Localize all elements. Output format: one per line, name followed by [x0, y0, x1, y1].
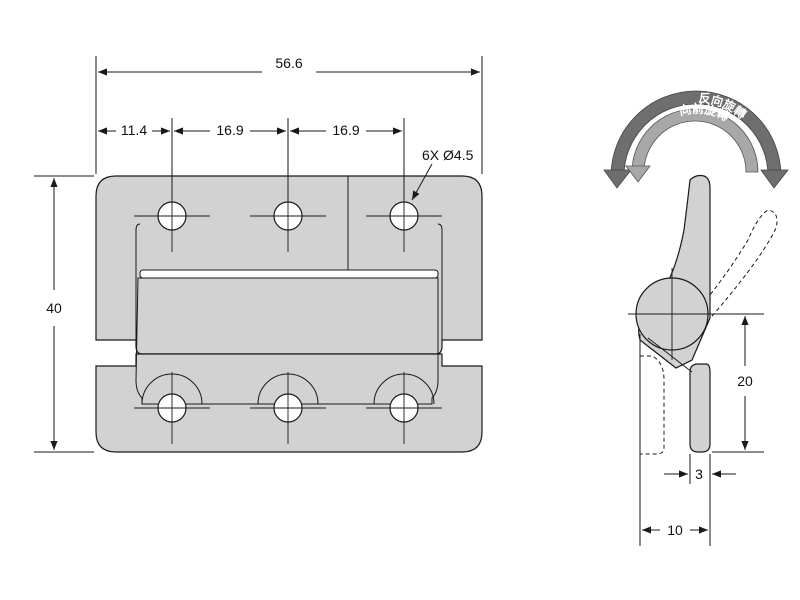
- height-label: 40: [46, 300, 62, 316]
- holes-callout: 6X Ø4.5: [411, 147, 474, 201]
- dimension-height: 40: [46, 178, 62, 450]
- side-lower-leaf: [689, 363, 711, 453]
- dimension-pivot-height: 20: [737, 316, 753, 450]
- depth-label: 10: [667, 522, 683, 538]
- pitch-2-label: 16.9: [332, 122, 359, 138]
- dimension-offset-left: 11.4: [98, 122, 170, 138]
- mounting-hole: [366, 372, 442, 444]
- mounting-hole: [250, 372, 326, 444]
- dimension-pitch-1: 16.9: [174, 122, 286, 138]
- offset-left-label: 11.4: [121, 122, 147, 138]
- dimension-depth: 10: [642, 522, 708, 538]
- open-position-outline: [699, 209, 778, 331]
- mounting-hole: [134, 372, 210, 444]
- dimension-pitch-2: 16.9: [290, 122, 402, 138]
- side-view: 反向旋轉 向前旋轉 20: [603, 90, 789, 546]
- pitch-1-label: 16.9: [216, 122, 243, 138]
- closed-leaf-outline: [640, 355, 665, 455]
- dimension-overall-width: 56.6: [98, 55, 480, 76]
- dimension-thickness: 3: [664, 466, 736, 482]
- thickness-label: 3: [695, 466, 703, 482]
- lower-leaf-inner-area: [135, 277, 439, 405]
- holes-callout-label: 6X Ø4.5: [422, 147, 474, 163]
- front-view: 56.6 11.4 16.9 16.9 40 6X Ø4.5: [34, 55, 483, 453]
- upper-recess: [135, 223, 443, 340]
- pivot-height-label: 20: [737, 373, 753, 389]
- overall-width-label: 56.6: [275, 55, 302, 71]
- knuckle-slot: [139, 269, 439, 279]
